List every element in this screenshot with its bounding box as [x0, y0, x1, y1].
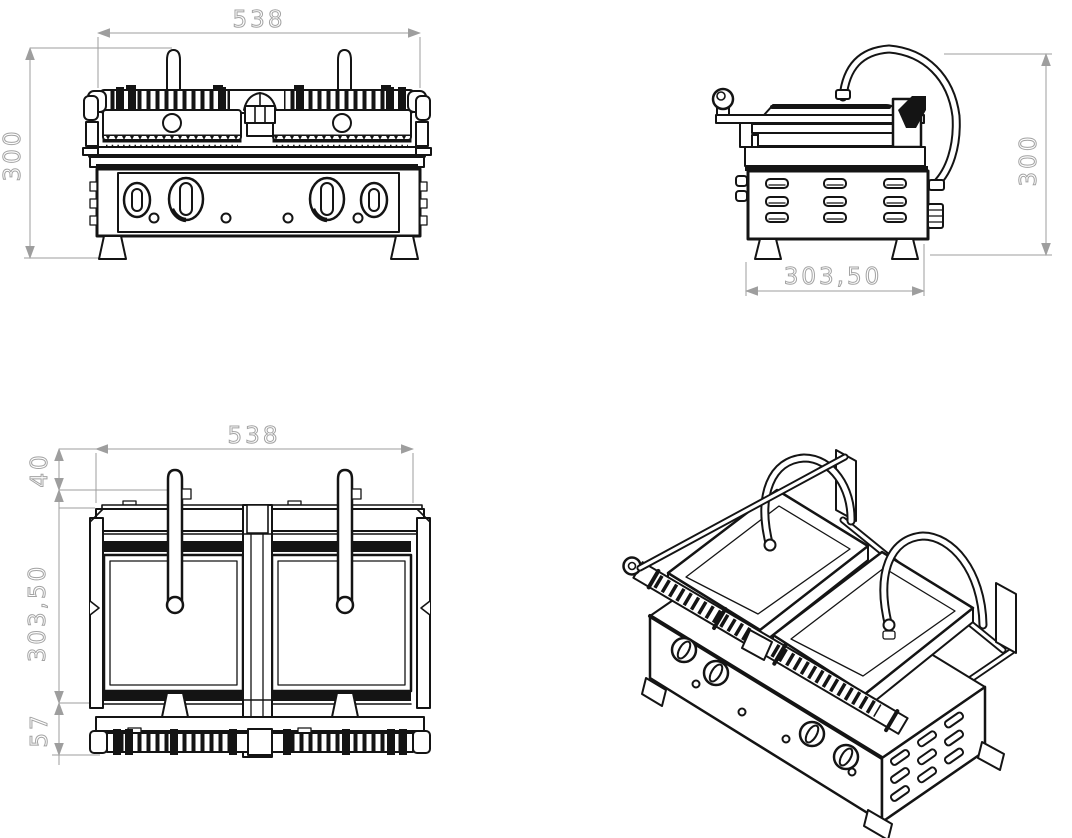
- iso-foot-front-left: [641, 677, 667, 707]
- top-depth-label: 303,50: [25, 564, 51, 662]
- front-machine: [82, 49, 432, 260]
- indicator-lamp-4: [352, 212, 364, 224]
- indicator-lamp-1: [148, 212, 160, 224]
- side-counter-band: [744, 146, 926, 167]
- front-right-bracket: [415, 95, 432, 156]
- top-right-rail: [416, 508, 431, 709]
- front-height-label: 300: [0, 129, 26, 182]
- timer-knob-left: [122, 181, 152, 219]
- top-left-handle: [165, 468, 192, 615]
- iso-vent-louvers: [889, 711, 965, 802]
- indicator-lamp-3: [282, 212, 294, 224]
- iso-back-right-bracket: [995, 582, 1017, 654]
- side-height-label: 300: [1016, 134, 1042, 187]
- side-machine: [711, 44, 961, 260]
- front-left-foot: [98, 235, 127, 260]
- front-dim-height: 300: [0, 46, 172, 260]
- side-left-clips: [735, 175, 748, 202]
- front-right-foot: [390, 235, 419, 260]
- side-dim-depth: 303,50: [744, 244, 926, 296]
- front-dim-width: 538: [96, 7, 422, 88]
- top-dim-width: 538: [59, 423, 415, 503]
- front-left-handle: [166, 49, 181, 93]
- side-depth-label: 303,50: [784, 264, 882, 290]
- side-view: 303,50 300: [711, 44, 1052, 296]
- front-left-lid-hole: [162, 113, 182, 133]
- front-serrated-edge: [102, 134, 412, 147]
- top-left-rail: [89, 508, 104, 709]
- front-left-bracket: [82, 95, 99, 156]
- top-hinge-bar: [89, 728, 431, 756]
- thermostat-knob-right: [308, 176, 346, 223]
- side-left-foot: [754, 238, 782, 260]
- front-right-lid-hole: [332, 113, 352, 133]
- side-vent-louvers: [765, 178, 907, 223]
- front-width-label: 538: [233, 7, 286, 33]
- top-machine: [89, 468, 431, 758]
- top-view: 538 40 303,50 57: [25, 423, 431, 765]
- top-right-handle: [335, 468, 362, 615]
- front-right-handle: [337, 49, 352, 93]
- side-dim-height: 300: [930, 52, 1052, 257]
- top-width-label: 538: [228, 423, 281, 449]
- side-mid-frame-2: [757, 132, 901, 147]
- iso-foot-back-right: [977, 741, 1005, 771]
- top-right-lid-mount: [331, 692, 359, 718]
- top-dim-chain: 40 303,50 57: [25, 447, 172, 765]
- thermostat-knob-left: [167, 176, 205, 223]
- iso-knobs: [670, 636, 860, 771]
- iso-right-spring: [879, 531, 988, 640]
- front-lower-lip: [94, 146, 420, 156]
- indicator-lamp-2: [220, 212, 232, 224]
- side-right-foot: [891, 238, 919, 260]
- side-cable-gland: [927, 203, 944, 229]
- iso-foot-front-right: [863, 809, 893, 838]
- front-side-tabs: [89, 181, 428, 226]
- front-center-joint: [243, 92, 277, 137]
- iso-hinge-bar: [622, 556, 909, 735]
- front-view: 538 300: [0, 7, 432, 260]
- side-hinge-bracket: [891, 96, 926, 149]
- side-mid-frame-1: [751, 123, 906, 134]
- top-overhang-label: 40: [27, 452, 53, 487]
- iso-left-spring: [760, 453, 856, 552]
- iso-lamps: [691, 679, 857, 777]
- side-spring-arm: [835, 44, 961, 191]
- top-hinge-label: 57: [27, 712, 53, 747]
- side-handle: [711, 87, 735, 118]
- isometric-view: [622, 449, 1017, 838]
- timer-knob-right: [359, 181, 389, 219]
- front-control-panel: [117, 172, 400, 233]
- top-left-lid-mount: [161, 692, 189, 718]
